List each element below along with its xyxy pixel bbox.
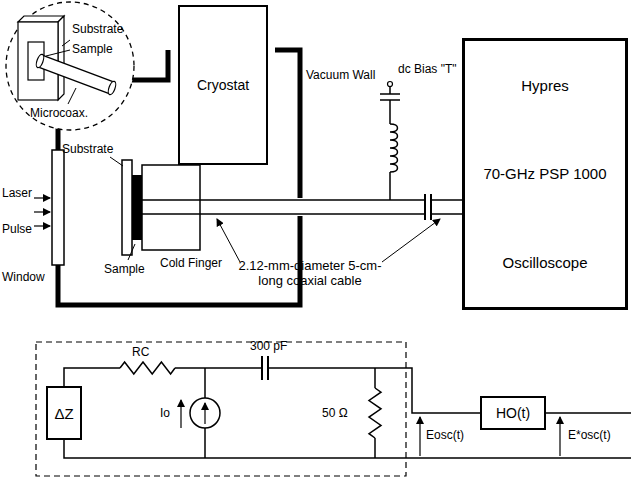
circuit-wire xyxy=(64,368,631,458)
part-label: Substrate xyxy=(72,22,123,36)
box-text: Cryostat xyxy=(197,77,249,93)
microcoax xyxy=(40,61,112,88)
leader-line xyxy=(110,157,123,166)
part-label: 2.12-mm-diameter 5-cm-long coaxial cable xyxy=(235,258,385,288)
current-arrow xyxy=(204,403,205,424)
substrate-slab xyxy=(18,16,64,22)
part-label: Pulse xyxy=(2,222,32,236)
capacitor-symbol xyxy=(261,356,263,380)
part-label: Eosc(t) xyxy=(426,428,464,442)
leader-line xyxy=(62,40,70,46)
resistor-symbol xyxy=(120,362,175,374)
leader-line xyxy=(128,244,135,260)
box-text: Oscilloscope xyxy=(502,254,587,271)
laser-arrow xyxy=(34,197,50,198)
capacitor-symbol xyxy=(424,194,426,220)
bias-tee xyxy=(380,86,400,200)
impedance-box: ΔZ xyxy=(46,386,82,440)
inductor-symbol xyxy=(390,124,398,172)
cold-finger xyxy=(142,165,200,250)
box-text: 70-GHz PSP 1000 xyxy=(483,165,606,182)
laser-arrow xyxy=(34,225,50,226)
oscilloscope-box: Hypres 70-GHz PSP 1000Oscilloscope xyxy=(462,38,628,310)
part-label: E*osc(t) xyxy=(568,428,611,442)
part-label: Window xyxy=(2,270,45,284)
capacitor-symbol xyxy=(430,194,432,220)
current-arrow xyxy=(180,400,181,428)
coax-cable xyxy=(142,213,425,215)
part-label: dc Bias "T" xyxy=(398,62,457,76)
coax-cable xyxy=(142,199,425,201)
transfer-function-box: HO(t) xyxy=(480,396,546,430)
part-label: 300 pF xyxy=(250,339,287,353)
box-text: Hypres xyxy=(521,77,569,94)
coax-cable xyxy=(431,213,462,215)
capacitor-symbol xyxy=(267,356,269,380)
part-label: Cold Finger xyxy=(160,256,222,270)
resistor-symbol xyxy=(369,388,381,438)
microcoax-end xyxy=(107,80,117,95)
terminal xyxy=(388,82,393,87)
inset-circle xyxy=(6,2,134,130)
voltage-arrow xyxy=(419,417,420,456)
substrate xyxy=(122,160,132,255)
window xyxy=(52,150,64,265)
equivalent-circuit-boundary xyxy=(36,342,406,476)
leader-arrow xyxy=(382,219,440,262)
part-label: Sample xyxy=(104,262,145,276)
voltage-arrow xyxy=(559,417,560,456)
part-label: Sample xyxy=(72,42,113,56)
substrate-slab xyxy=(58,16,64,100)
part-label: Laser xyxy=(2,186,32,200)
cryostat-box: Cryostat xyxy=(178,5,268,165)
sample xyxy=(132,175,142,240)
part-label: Vacuum Wall xyxy=(306,68,375,82)
part-label: RC xyxy=(132,345,149,359)
microcoax-end xyxy=(35,53,45,68)
leader-line xyxy=(68,88,76,104)
laser-arrow xyxy=(34,211,50,212)
part-label: 50 Ω xyxy=(322,406,348,420)
microcoax xyxy=(40,61,112,88)
part-label: Substrate xyxy=(62,142,113,156)
current-source xyxy=(190,398,220,428)
part-label: Io xyxy=(160,406,170,420)
leader-arrow xyxy=(217,219,240,262)
part-label: Microcoax. xyxy=(30,106,88,120)
vacuum-wall xyxy=(275,50,300,198)
box-text: ΔZ xyxy=(54,405,73,422)
coax-cable xyxy=(431,199,462,201)
box-text: HO(t) xyxy=(496,405,530,421)
leader-line xyxy=(46,50,70,56)
